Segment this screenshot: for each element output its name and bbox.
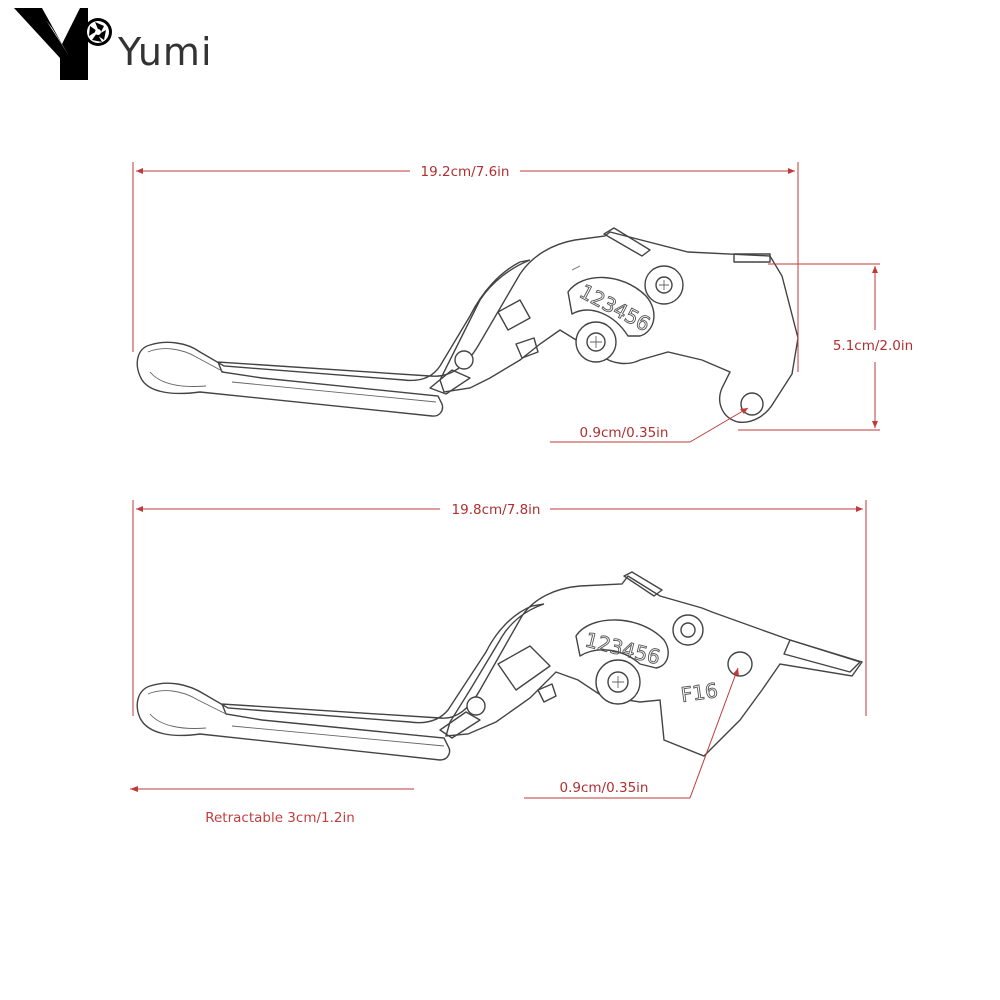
top-length-label: 19.2cm/7.6in: [421, 164, 510, 180]
camera-aperture-icon: [84, 18, 112, 46]
bottom-lever-drawing: 123456 F16: [136, 571, 864, 761]
top-height-label: 5.1cm/2.0in: [833, 338, 913, 354]
bottom-part-code: F16: [679, 678, 719, 707]
brand-name: Yumi: [118, 30, 213, 74]
bottom-dimensions: 19.8cm/7.8in 0.9cm/0.35in Retractable 3c…: [130, 500, 867, 826]
top-dimensions: 19.2cm/7.6in 5.1cm/2.0in 0.9cm/0.35in: [132, 162, 913, 443]
bottom-length-label: 19.8cm/7.8in: [452, 502, 541, 518]
top-hole-label: 0.9cm/0.35in: [580, 425, 669, 441]
retractable-label: Retractable 3cm/1.2in: [205, 810, 355, 826]
top-lever-drawing: 123456: [136, 227, 799, 423]
yumi-logo-icon: [14, 8, 112, 80]
bottom-hole-label: 0.9cm/0.35in: [560, 780, 649, 796]
